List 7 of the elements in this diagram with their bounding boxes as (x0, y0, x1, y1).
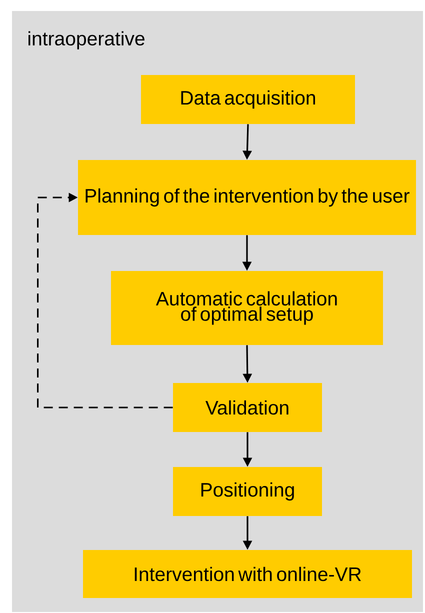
process-box: Data acquisition (141, 75, 355, 124)
process-box: Automatic calculation of optimal setup (111, 271, 383, 345)
process-box: Positioning (173, 467, 322, 516)
arrow (37, 192, 173, 408)
process-box: Validation (173, 383, 322, 432)
process-box: Intervention with online-VR (83, 550, 412, 598)
process-box: Planning of the intervention by the user (78, 160, 416, 235)
